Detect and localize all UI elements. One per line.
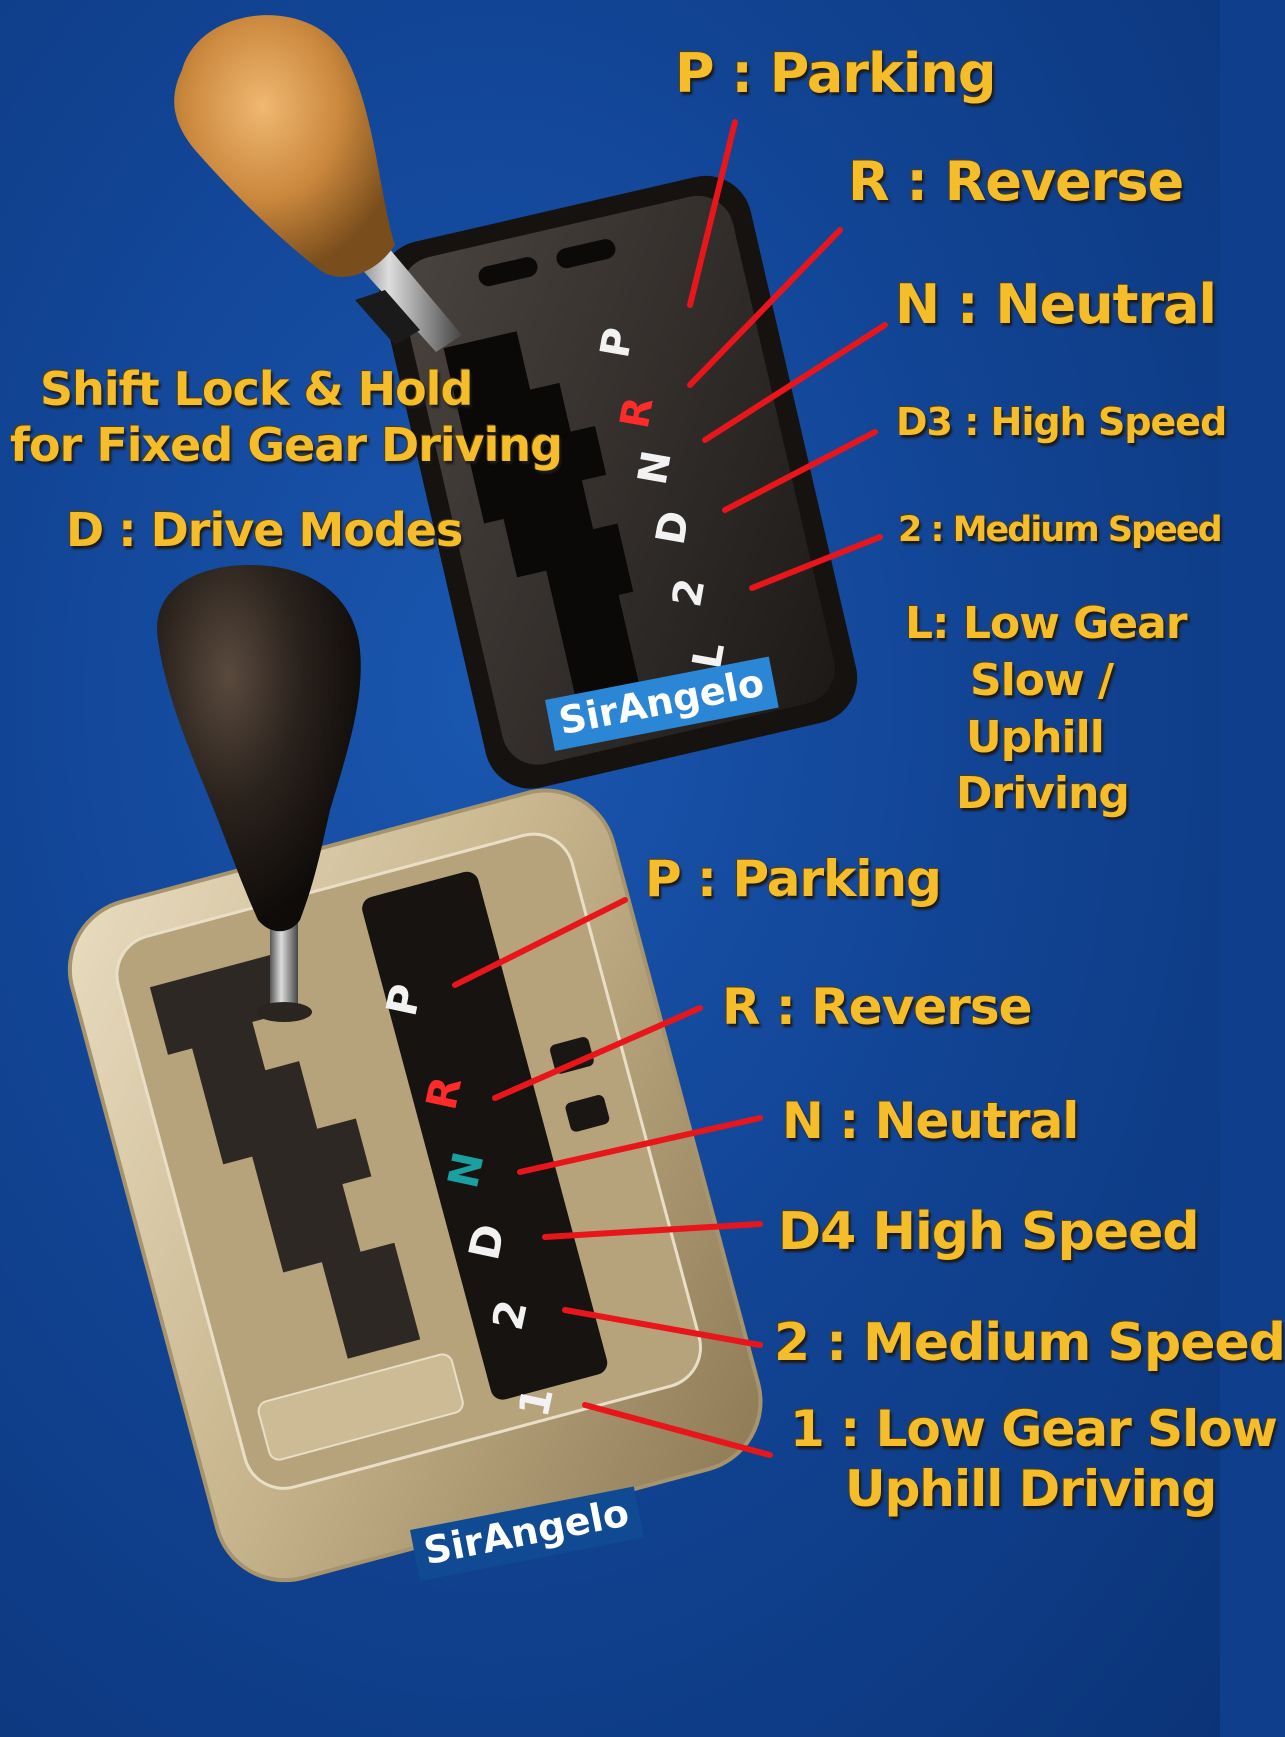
lower-gate-slot [149, 954, 421, 1359]
label-lower-2-medium-speed: 2 : Medium Speed [774, 1313, 1285, 1373]
label-upper-neutral: N : Neutral [895, 273, 1217, 336]
lower-letter-strip [362, 871, 608, 1400]
lower-trim-panel [257, 1353, 464, 1461]
pointer-lower-p [452, 897, 628, 988]
label-lower-parking: P : Parking [645, 850, 942, 908]
upper-gate-letter-n: N [630, 447, 681, 488]
label-upper-parking: P : Parking [675, 42, 996, 105]
pointer-upper-d3 [722, 429, 878, 513]
lower-shift-knob [157, 565, 361, 932]
upper-gate-slot [443, 331, 642, 708]
label-upper-d3-high-speed: D3 : High Speed [896, 400, 1227, 444]
pointer-lower-n [517, 1115, 763, 1175]
label-lower-reverse: R : Reverse [722, 978, 1033, 1036]
pointer-upper-2 [749, 534, 883, 591]
label-drive-modes: D : Drive Modes [66, 503, 463, 557]
pointer-lower-1 [582, 1402, 773, 1458]
label-upper-low-gear-line3: Uphill [966, 712, 1105, 763]
label-upper-low-gear-line1: L: Low Gear [905, 598, 1188, 649]
upper-shift-knob [174, 15, 395, 277]
lower-lever-collar [256, 1002, 312, 1022]
upper-indicator-slot-1 [478, 257, 538, 287]
label-upper-reverse: R : Reverse [848, 150, 1184, 213]
label-upper-low-gear-line2: Slow / [970, 655, 1114, 706]
pointer-lower-d4 [542, 1221, 763, 1240]
pointer-lower-2 [562, 1307, 763, 1348]
lower-shifter: P R N D 2 1 [67, 565, 763, 1583]
label-upper-2-medium-speed: 2 : Medium Speed [898, 510, 1223, 550]
upper-gate-letter-d: D [648, 507, 699, 548]
lower-indicator-2 [565, 1095, 610, 1132]
label-lower-1-low-gear-line2: Uphill Driving [845, 1460, 1217, 1518]
label-lower-d4-high-speed: D4 High Speed [778, 1202, 1200, 1262]
shifter-illustration: P R N D 2 L P [67, 15, 888, 1583]
pointer-upper-n [702, 322, 888, 443]
upper-shifter: P R N D 2 L [174, 15, 858, 789]
label-shift-lock-line2: for Fixed Gear Driving [10, 418, 563, 472]
label-lower-1-low-gear-line1: 1 : Low Gear Slow [790, 1400, 1278, 1458]
upper-indicator-slot-2 [556, 239, 616, 269]
pointer-upper-r [687, 227, 843, 388]
label-shift-lock-line1: Shift Lock & Hold [40, 362, 473, 416]
upper-lever-boot [355, 290, 420, 345]
lower-indicator-1 [550, 1037, 594, 1074]
pointer-lower-r [492, 1005, 703, 1101]
label-lower-neutral: N : Neutral [782, 1092, 1079, 1150]
label-upper-low-gear-line4: Driving [956, 768, 1130, 819]
pointer-upper-p [687, 119, 738, 308]
